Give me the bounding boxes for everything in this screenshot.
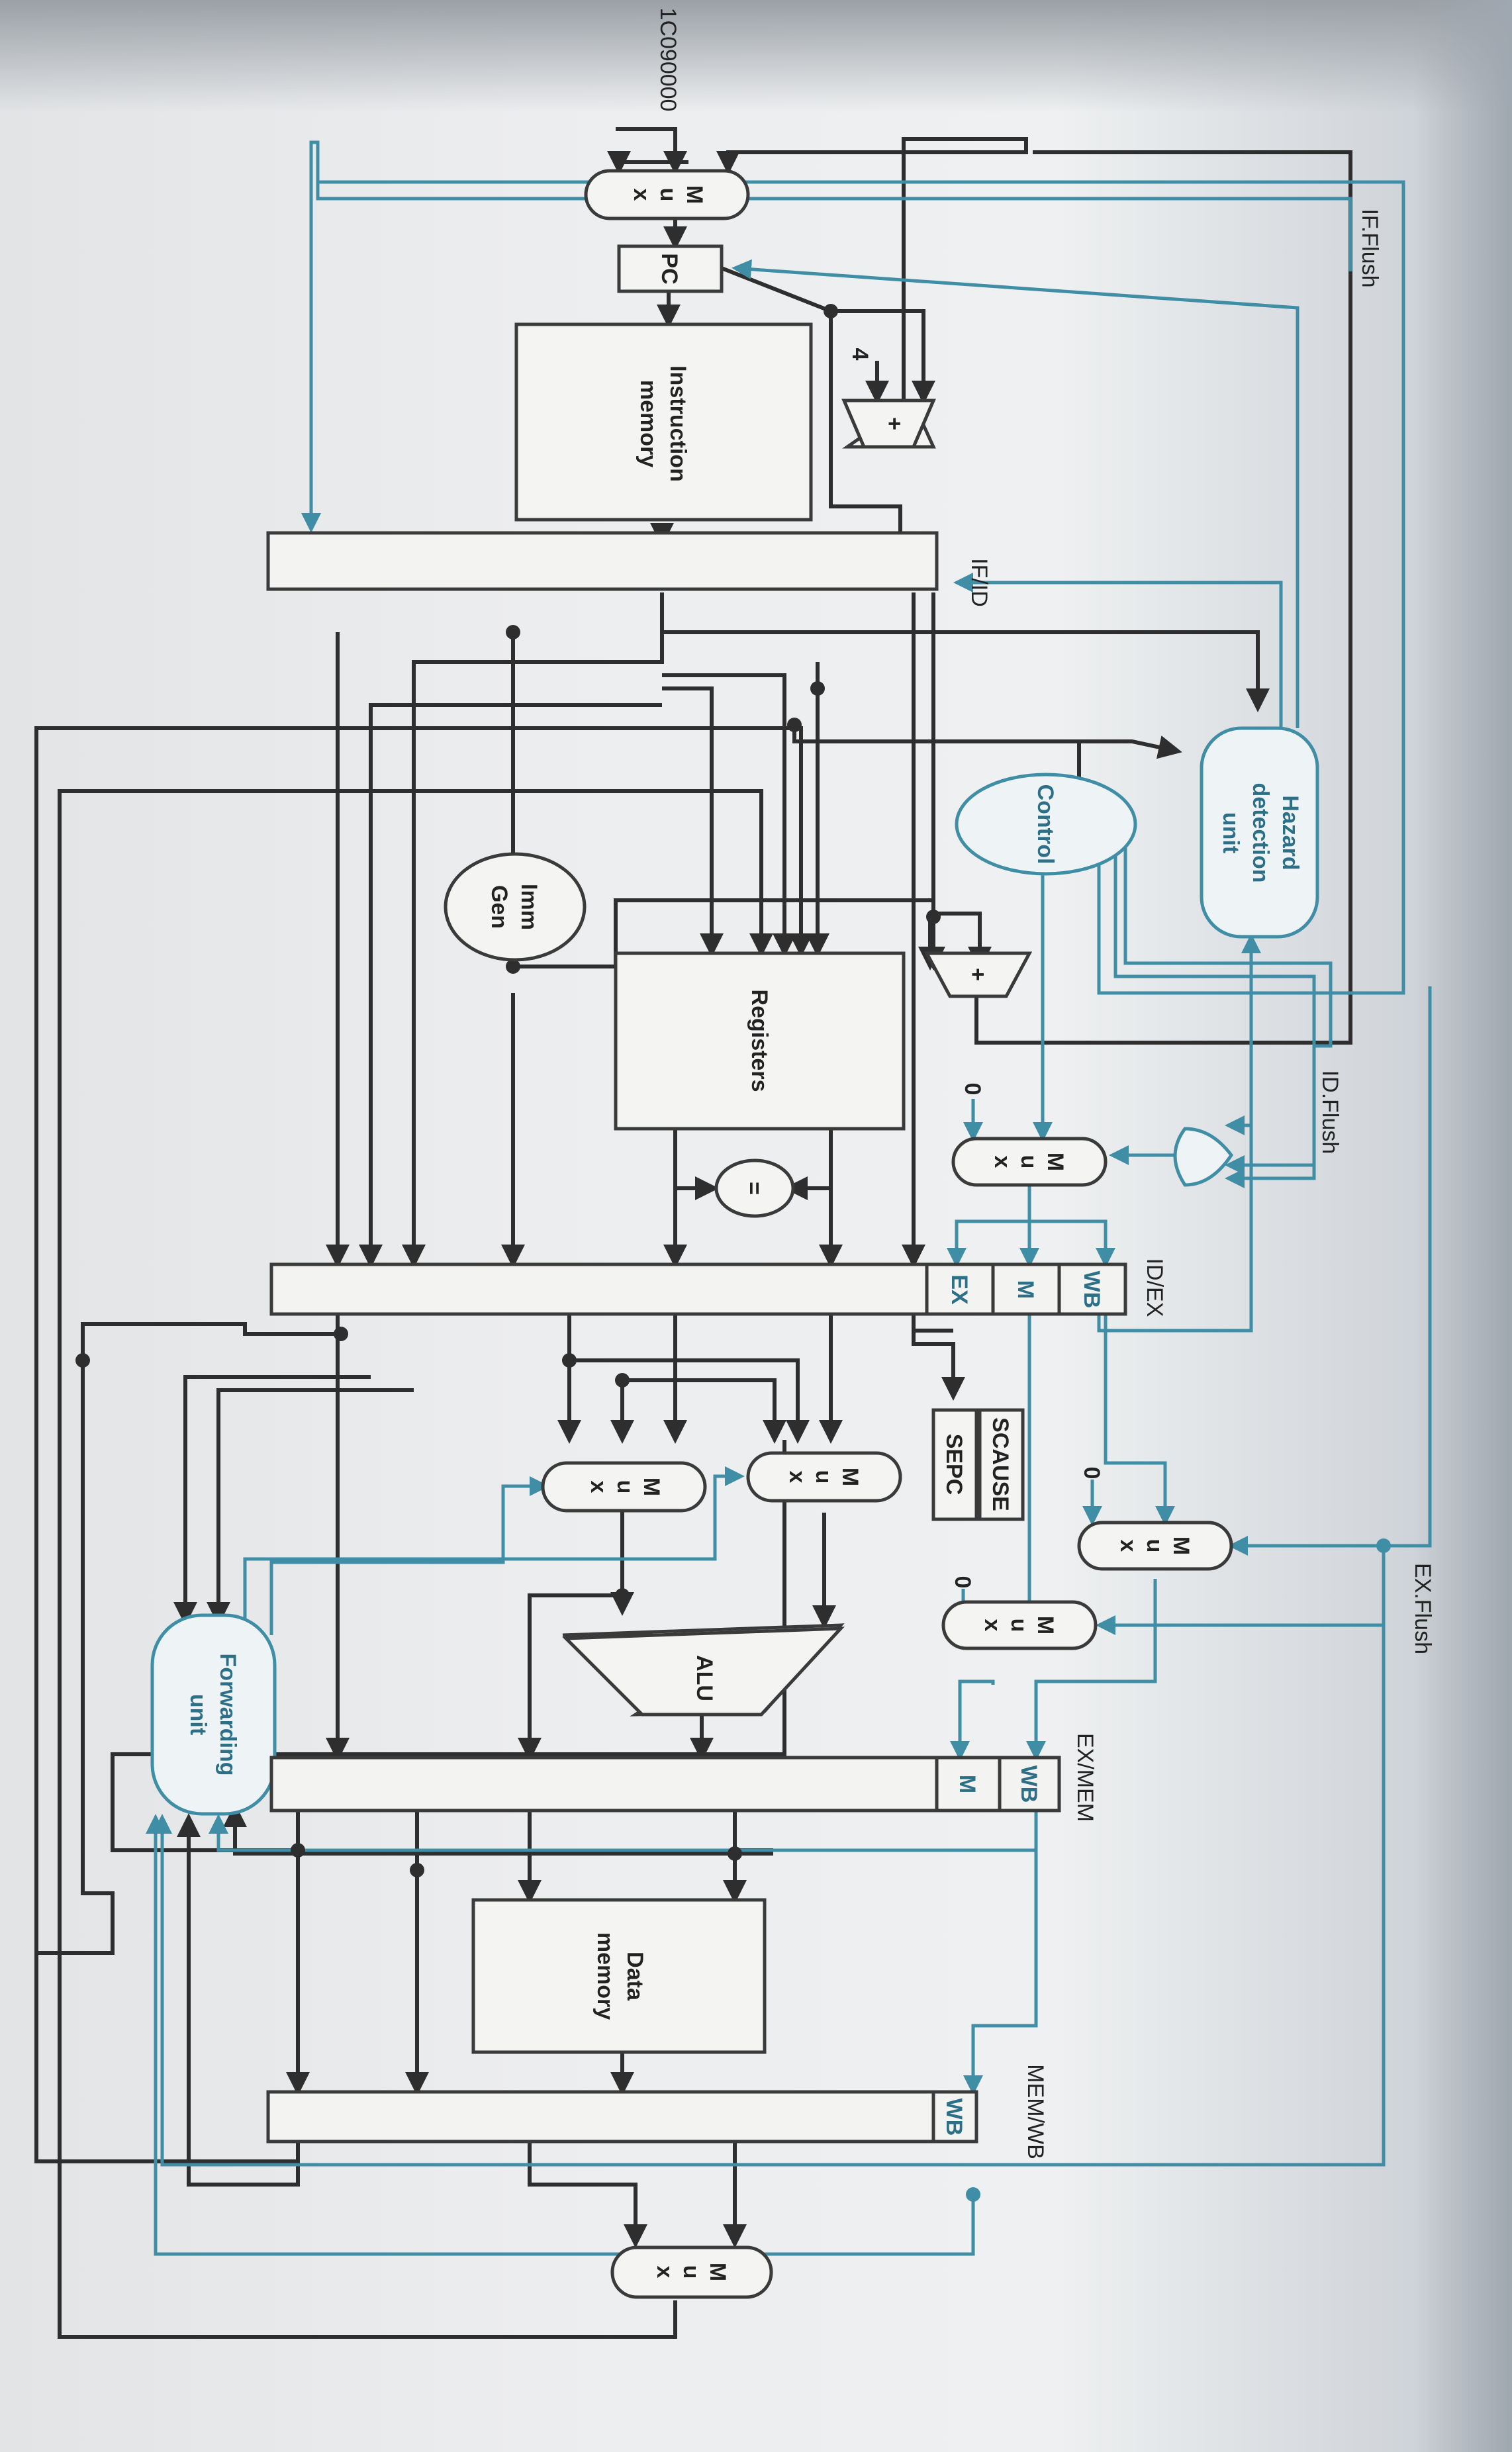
svg-text:x: x <box>784 1471 810 1484</box>
control-mux: M u x <box>953 1139 1106 1185</box>
svg-text:=: = <box>741 1182 767 1195</box>
exception-address-label: 1C090000 <box>655 8 681 112</box>
branch-adder: + <box>927 953 1029 996</box>
svg-text:WB: WB <box>1016 1766 1041 1803</box>
svg-text:memory: memory <box>592 1932 618 2020</box>
if-flush-label: IF.Flush <box>1357 209 1382 287</box>
svg-text:M: M <box>705 2263 730 2281</box>
svg-text:Instruction: Instruction <box>665 365 690 482</box>
pc-adder: + <box>844 401 933 447</box>
svg-text:M: M <box>639 1478 664 1496</box>
svg-text:M: M <box>682 185 707 204</box>
wb-mux: M u x <box>612 2247 771 2297</box>
svg-text:x: x <box>629 189 654 201</box>
svg-text:M: M <box>1013 1280 1038 1299</box>
svg-text:Hazard: Hazard <box>1278 795 1303 870</box>
forwarding-unit: Forwarding unit <box>152 1615 275 1814</box>
svg-text:u: u <box>1016 1155 1041 1169</box>
alu: ALU <box>563 1625 841 1715</box>
id-flush-label: ID.Flush <box>1317 1070 1343 1155</box>
svg-text:EX: EX <box>947 1274 972 1305</box>
pc-register: PC <box>619 246 722 291</box>
id-ex-label: ID/EX <box>1142 1258 1167 1317</box>
svg-text:SCAUSE: SCAUSE <box>988 1417 1013 1511</box>
svg-text:M: M <box>955 1775 980 1793</box>
svg-text:SEPC: SEPC <box>941 1434 967 1495</box>
hazard-detection-unit: Hazard detection unit <box>1202 728 1317 937</box>
svg-text:u: u <box>1006 1619 1031 1632</box>
svg-text:x: x <box>1115 1540 1141 1552</box>
svg-text:M: M <box>1043 1153 1068 1171</box>
alu-mux-a: M u x <box>543 1463 705 1511</box>
svg-text:M: M <box>1033 1616 1058 1634</box>
const-four-label: 4 <box>847 348 873 361</box>
svg-text:PC: PC <box>657 253 682 284</box>
svg-text:x: x <box>980 1619 1005 1632</box>
ex-m-mux: M u x <box>943 1602 1096 1648</box>
svg-text:Gen: Gen <box>487 885 512 929</box>
svg-text:memory: memory <box>636 380 661 467</box>
const-zero-id: 0 <box>960 1083 985 1096</box>
svg-text:unit: unit <box>1218 812 1243 853</box>
data-memory: Data memory <box>473 1900 765 2052</box>
svg-text:M: M <box>837 1468 863 1486</box>
imm-gen: Imm Gen <box>446 854 585 960</box>
instruction-memory: Instruction memory <box>516 324 811 520</box>
svg-text:detection: detection <box>1248 782 1273 882</box>
if-id-label: IF/ID <box>967 558 992 607</box>
svg-text:Registers: Registers <box>747 990 772 1092</box>
const-zero-ex-wb: 0 <box>1079 1467 1104 1480</box>
equal-comparator: = <box>716 1160 793 1216</box>
svg-text:WB: WB <box>1079 1271 1104 1309</box>
svg-text:u: u <box>655 188 681 202</box>
svg-text:unit: unit <box>185 1694 211 1735</box>
svg-text:Imm: Imm <box>516 884 542 930</box>
if-id-register <box>268 533 937 589</box>
svg-text:WB: WB <box>941 2098 967 2136</box>
svg-text:Control: Control <box>1033 784 1058 865</box>
mem-wb-register: WB <box>268 2092 976 2142</box>
register-file: Registers <box>616 953 904 1129</box>
control-unit: Control <box>957 775 1135 874</box>
svg-text:Data: Data <box>622 1952 647 2001</box>
ex-mem-register: M WB <box>271 1758 1059 1811</box>
ex-mem-label: EX/MEM <box>1072 1733 1098 1822</box>
alu-mux-b: M u x <box>748 1453 900 1501</box>
ex-flush-label: EX.Flush <box>1410 1563 1435 1654</box>
sepc-register: SEPC <box>933 1410 976 1519</box>
const-zero-ex-m: 0 <box>950 1576 975 1589</box>
pc-mux: M u x <box>586 171 748 218</box>
svg-text:u: u <box>612 1480 638 1494</box>
svg-text:x: x <box>586 1481 611 1493</box>
svg-text:x: x <box>990 1156 1015 1168</box>
svg-text:Forwarding: Forwarding <box>215 1653 240 1775</box>
svg-text:M: M <box>1168 1536 1194 1555</box>
svg-text:x: x <box>652 2266 677 2279</box>
svg-text:ALU: ALU <box>692 1655 717 1701</box>
svg-text:u: u <box>811 1470 836 1484</box>
svg-text:u: u <box>679 2265 704 2279</box>
id-ex-register: EX M WB <box>271 1264 1125 1314</box>
flush-or-gate <box>1175 1129 1231 1185</box>
mem-wb-label: MEM/WB <box>1023 2064 1048 2159</box>
svg-text:+: + <box>882 417 907 430</box>
svg-text:+: + <box>965 968 990 981</box>
scause-register: SCAUSE <box>980 1410 1023 1519</box>
ex-wb-mux: M u x <box>1079 1523 1231 1569</box>
svg-text:u: u <box>1142 1539 1167 1553</box>
